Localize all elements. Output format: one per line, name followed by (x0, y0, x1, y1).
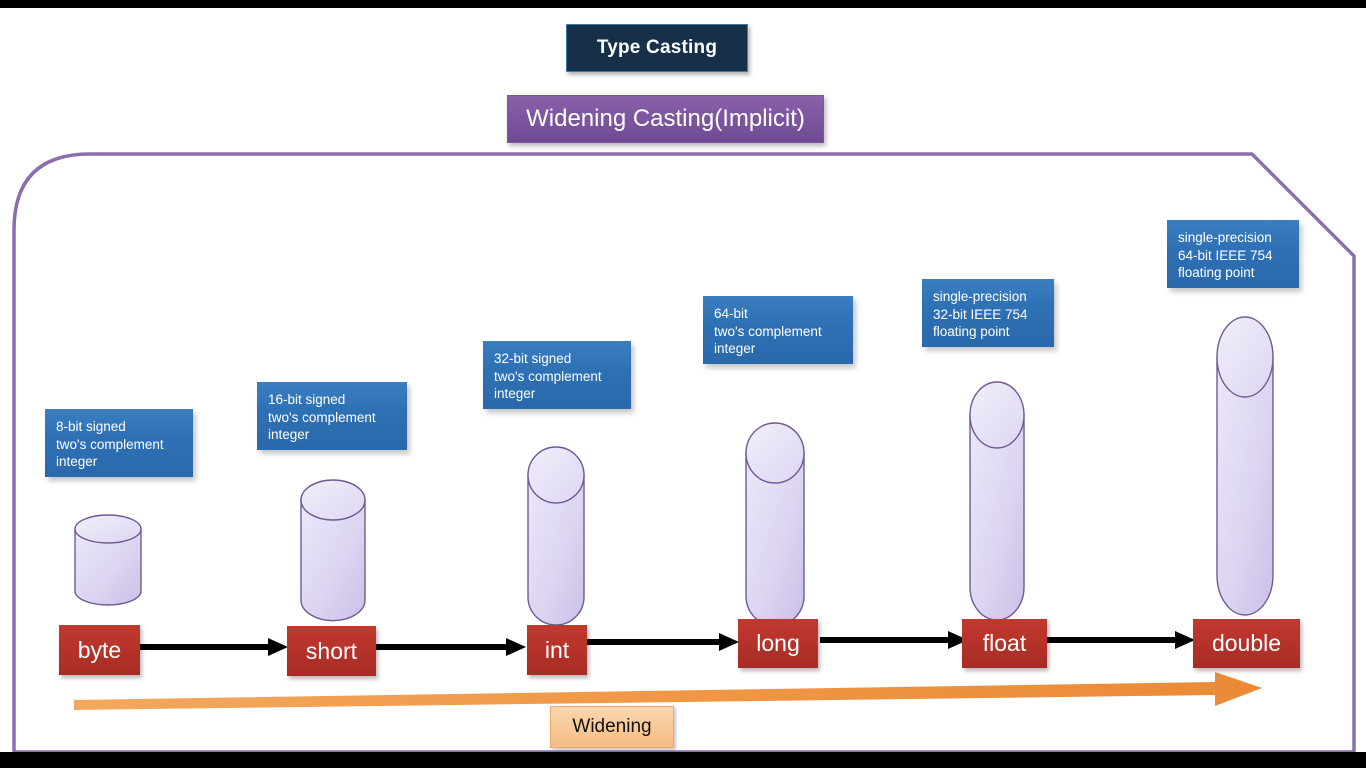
letterbox-bottom (0, 752, 1366, 768)
section-subtitle-text: Widening Casting(Implicit) (526, 105, 805, 132)
cylinder-float (969, 381, 1025, 621)
widening-label-text: Widening (572, 716, 652, 737)
cylinder-long (745, 422, 805, 627)
letterbox-top (0, 0, 1366, 8)
info-box-int: 32-bit signed two's complement integer (483, 341, 631, 409)
type-box-byte[interactable]: byte (59, 625, 140, 675)
arrow-float-to-double (1047, 631, 1195, 649)
type-box-long[interactable]: long (738, 619, 818, 668)
diagram-frame (12, 152, 1356, 752)
cylinder-double (1216, 316, 1274, 616)
arrow-int-to-long (586, 633, 739, 651)
type-box-float[interactable]: float (962, 619, 1047, 668)
type-box-int[interactable]: int (527, 625, 587, 675)
cylinder-int (527, 446, 585, 626)
info-box-short: 16-bit signed two's complement integer (257, 382, 407, 450)
type-box-short[interactable]: short (287, 626, 376, 676)
info-box-byte: 8-bit signed two's complement integer (45, 409, 193, 477)
cylinder-byte (74, 514, 142, 606)
widening-direction-arrow (74, 672, 1262, 710)
cylinder-short (300, 479, 366, 622)
info-box-long: 64-bit two's complement integer (703, 296, 853, 364)
arrow-byte-to-short (138, 638, 288, 656)
slide-canvas: Type Casting Widening Casting(Implicit) … (0, 8, 1366, 752)
arrow-short-to-int (376, 638, 526, 656)
info-box-float: single-precision 32-bit IEEE 754 floatin… (922, 279, 1054, 347)
section-subtitle: Widening Casting(Implicit) (507, 95, 824, 143)
type-box-double[interactable]: double (1193, 619, 1300, 668)
info-box-double: single-precision 64-bit IEEE 754 floatin… (1167, 220, 1299, 288)
page-title: Type Casting (566, 24, 748, 72)
widening-label: Widening (550, 706, 674, 748)
arrow-long-to-float (820, 631, 968, 649)
page-title-text: Type Casting (596, 37, 718, 58)
